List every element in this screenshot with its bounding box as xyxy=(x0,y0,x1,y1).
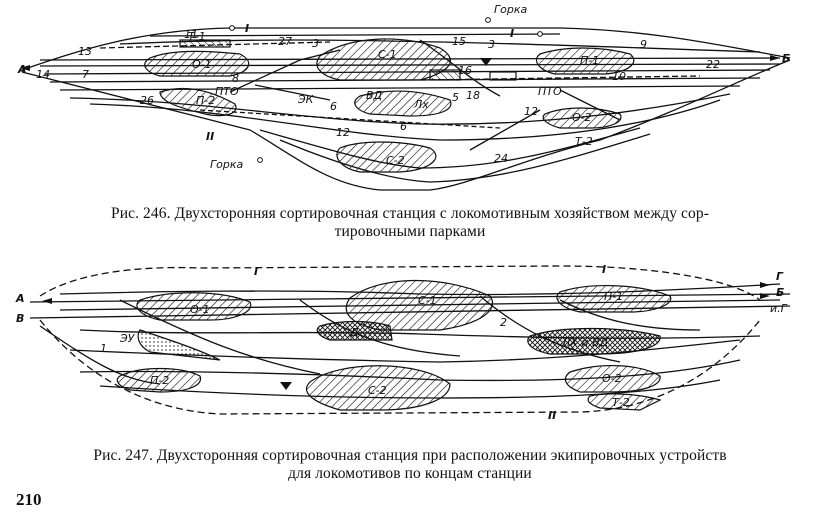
label-247-route-ii: II xyxy=(548,409,556,422)
label-247-t2: Т-2 xyxy=(612,396,630,409)
park-o1-247-shape xyxy=(136,292,252,321)
label-247-end-b: Б xyxy=(776,286,784,299)
park-c2-shape xyxy=(336,141,437,173)
label-8: 8 xyxy=(232,72,239,85)
label-ek: ЭК xyxy=(297,93,315,106)
park-eu-247-shape xyxy=(137,329,221,361)
park-o2-247-shape xyxy=(564,365,661,393)
label-lh: Лх xyxy=(413,98,429,111)
label-o2: О-2 xyxy=(572,111,592,124)
label-6a: 6 xyxy=(330,100,337,113)
figure-247-parks xyxy=(116,279,672,411)
park-p1-247-shape xyxy=(556,285,672,313)
page-number: 210 xyxy=(16,490,42,509)
label-gorka-bottom: Горка xyxy=(210,158,243,171)
label-5: 5 xyxy=(452,91,459,104)
label-247-end-ig: и.Г xyxy=(770,302,788,315)
park-t1-shape xyxy=(179,39,231,48)
label-route-i-right: I xyxy=(510,27,514,40)
label-247-route-i-right: I xyxy=(602,263,606,276)
figure-246-caption-line-2: тировочными парками xyxy=(334,223,486,240)
label-247-c2: С-2 xyxy=(368,384,387,397)
station-block xyxy=(429,69,461,81)
label-end-b: Б xyxy=(782,52,790,65)
label-7: 7 xyxy=(82,68,89,81)
label-247-end-v: В xyxy=(16,312,24,325)
figure-246-caption-line-1: Рис. 246. Двухсторонняя сортировочная ст… xyxy=(111,205,709,222)
park-c1-shape xyxy=(316,38,451,81)
label-gorka-top: Горка xyxy=(494,3,527,16)
park-p2-shape xyxy=(159,87,237,117)
label-15: 15 xyxy=(452,35,466,48)
label-247-o2: О-2 xyxy=(602,372,622,385)
label-t2: Т-2 xyxy=(575,135,593,148)
label-247-c1: С-1 xyxy=(418,294,437,307)
label-9: 9 xyxy=(640,38,647,51)
label-247-end-g: Г xyxy=(776,270,784,283)
label-247-d: Д xyxy=(349,326,359,339)
label-t1: Т-1 xyxy=(188,30,206,43)
label-11: 11 xyxy=(184,28,198,41)
label-24: 24 xyxy=(494,152,508,165)
label-247-eu: ЭУ xyxy=(119,332,136,345)
label-pto-right: ПТО xyxy=(538,85,562,98)
figure-247-arrows xyxy=(42,282,770,390)
label-247-p1: П-1 xyxy=(604,290,623,303)
label-27: 27 xyxy=(278,35,292,48)
label-26: 26 xyxy=(140,94,154,107)
park-d-247-shape xyxy=(316,320,393,341)
label-13: 13 xyxy=(78,45,92,58)
figure-246-arrows xyxy=(20,55,780,71)
label-3a: 3 xyxy=(312,37,319,50)
label-o1: О-1 xyxy=(192,58,212,71)
figure-246-markers xyxy=(229,17,543,163)
label-247-p2: П-2 xyxy=(150,374,169,387)
station-block-2 xyxy=(489,71,517,81)
label-end-a: А xyxy=(17,63,27,76)
label-18: 18 xyxy=(466,89,480,102)
figure-246-parks xyxy=(144,38,635,173)
figure-247-caption: Рис. 247. Двухсторонняя сортировочная ст… xyxy=(20,447,800,483)
park-t2-247-shape xyxy=(587,393,662,411)
label-247-lh-vd: ЛХ и ВД xyxy=(561,336,608,349)
label-10: 10 xyxy=(612,70,626,83)
label-22: 22 xyxy=(706,58,720,71)
label-route-i-left: I xyxy=(245,22,249,35)
label-c2: С-2 xyxy=(386,154,405,167)
figure-246-caption: Рис. 246. Двухсторонняя сортировочная ст… xyxy=(30,205,790,241)
label-12a: 12 xyxy=(336,126,350,139)
figure-247-labels: А В Г Б и.Г ЭУ О-1 С-1 П-1 Д ЛХ и ВД П-2… xyxy=(15,263,788,422)
label-6b: 6 xyxy=(400,120,407,133)
label-247-1: 1 xyxy=(100,342,107,355)
figure-246-labels: Горка Горка А Б С-1 С-2 О-1 О-2 П-1 П-2 … xyxy=(17,3,790,171)
label-247-end-a: А xyxy=(15,292,25,305)
label-16: 16 xyxy=(458,64,472,77)
park-o2-shape xyxy=(542,107,622,129)
figure-247-caption-line-1: Рис. 247. Двухсторонняя сортировочная ст… xyxy=(93,447,727,464)
park-p2-247-shape xyxy=(116,367,202,393)
label-p1: П-1 xyxy=(580,54,599,67)
label-route-ii: II xyxy=(206,130,214,143)
park-lh-vd-247-shape xyxy=(527,327,661,355)
label-3b: 3 xyxy=(488,38,495,51)
park-o1-shape xyxy=(144,50,250,77)
park-c2-247-shape xyxy=(305,365,451,411)
label-p2: П-2 xyxy=(196,94,215,107)
label-247-route-i-left: I xyxy=(254,265,258,278)
label-pto-left: ПТО xyxy=(215,85,239,98)
label-vd: ВД xyxy=(366,89,383,102)
label-247-o1: О-1 xyxy=(190,303,210,316)
label-14: 14 xyxy=(36,68,50,81)
park-p1-shape xyxy=(535,47,635,75)
park-lh-shape xyxy=(354,90,452,117)
label-247-2: 2 xyxy=(500,316,507,329)
figure-247-caption-line-2: для локомотивов по концам станции xyxy=(288,465,532,482)
label-12b: 12 xyxy=(524,105,538,118)
label-c1: С-1 xyxy=(378,48,397,61)
